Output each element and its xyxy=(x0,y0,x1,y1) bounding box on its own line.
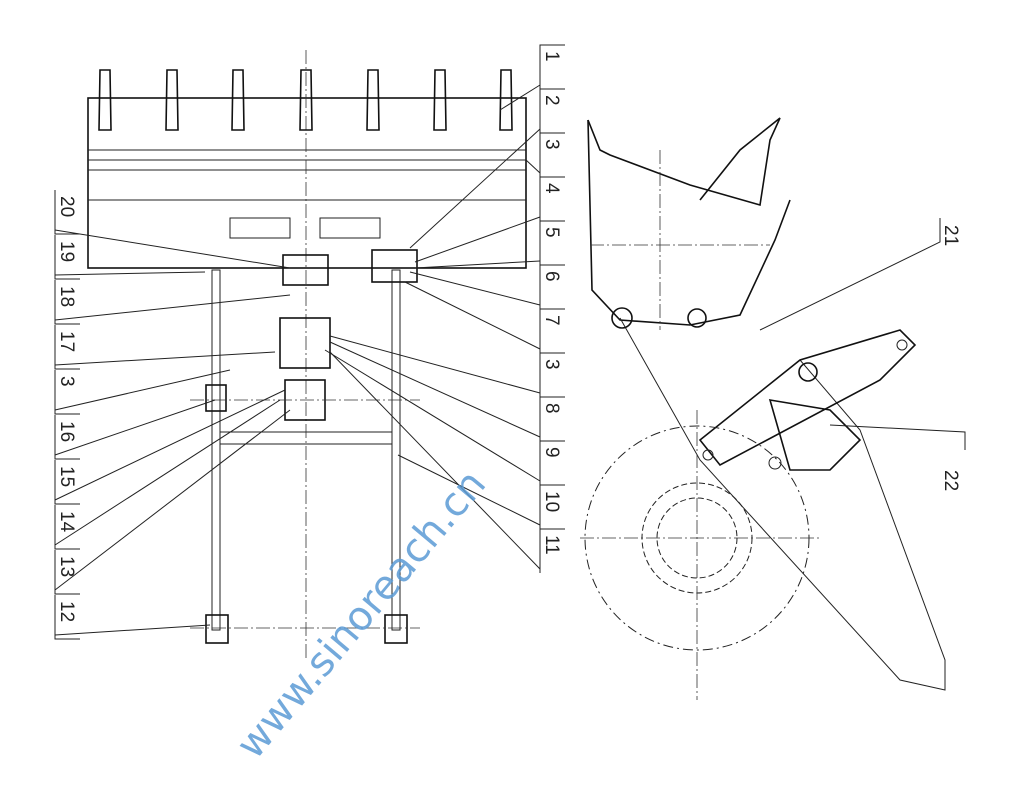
callout-label: 7 xyxy=(541,315,562,326)
callout-label: 3 xyxy=(541,359,562,370)
callout-label: 2 xyxy=(541,95,562,106)
lift-arms xyxy=(190,249,420,644)
callout-label: 13 xyxy=(56,556,77,577)
bucket-teeth xyxy=(98,69,513,131)
callout-label: 12 xyxy=(56,601,77,622)
callout-label: 5 xyxy=(541,227,562,238)
callout-label: 3 xyxy=(56,376,77,387)
callout-22: 22 xyxy=(940,470,961,491)
callout-label: 11 xyxy=(541,535,562,555)
side-callouts: 21 22 xyxy=(759,218,966,491)
callout-label: 8 xyxy=(541,403,562,414)
callout-label: 9 xyxy=(541,447,562,458)
callout-label: 10 xyxy=(541,491,562,512)
callout-label: 4 xyxy=(541,183,562,194)
callout-label: 19 xyxy=(56,241,77,262)
right-callouts: 1 2 3 4 5 6 7 3 8 9 10 11 xyxy=(324,44,565,573)
callout-label: 14 xyxy=(56,511,77,533)
tooth xyxy=(98,69,112,131)
callout-label: 15 xyxy=(56,466,77,487)
left-callouts: 20 19 18 17 3 16 15 14 13 12 xyxy=(54,190,291,640)
callout-21: 21 xyxy=(940,225,961,246)
bucket-front xyxy=(87,50,527,660)
tooth xyxy=(231,69,245,131)
callout-label: 1 xyxy=(541,51,562,62)
callout-label: 6 xyxy=(541,271,562,282)
tooth xyxy=(299,69,313,131)
callout-label: 3 xyxy=(541,139,562,150)
tooth xyxy=(366,69,380,131)
tooth xyxy=(165,69,179,131)
callout-label: 20 xyxy=(56,196,77,217)
side-view xyxy=(580,117,946,700)
tooth xyxy=(433,69,447,131)
callout-label: 16 xyxy=(56,421,77,442)
callout-label: 18 xyxy=(56,286,77,307)
callout-label: 17 xyxy=(56,331,77,352)
tooth xyxy=(499,69,513,131)
